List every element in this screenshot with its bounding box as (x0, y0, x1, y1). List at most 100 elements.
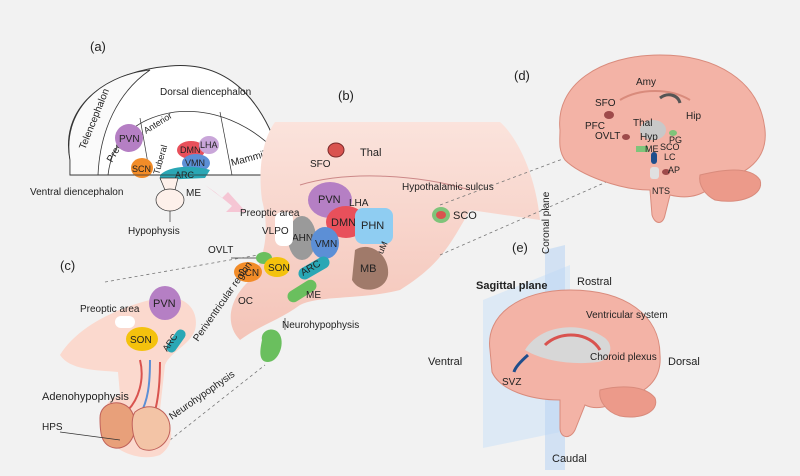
portal-vessel (127, 359, 143, 411)
neurohypophysis-label: Neurohypophysis (282, 320, 359, 331)
scn-label: SCN (238, 268, 259, 279)
ap-label: AP (668, 165, 680, 175)
phn-nucleus (355, 208, 393, 244)
scn-nucleus (234, 262, 262, 282)
hypothalamic-sulcus-label: Hypothalamic sulcus (402, 182, 494, 193)
pvn-label: PVN (119, 134, 140, 145)
me-label: ME (645, 144, 659, 154)
neurohypophysis-label: Neurohypophysis (167, 369, 237, 422)
preoptic-divider (107, 111, 276, 176)
svz-label: SVZ (502, 377, 521, 388)
arc-nucleus (160, 166, 210, 180)
son-label: SON (268, 263, 290, 274)
vlpo-nucleus (275, 212, 293, 246)
sfo-label: SFO (310, 159, 331, 170)
sfo-label: SFO (595, 98, 616, 109)
ovlt-label: OVLT (595, 131, 620, 142)
pvn-label: PVN (153, 298, 176, 310)
preoptic-area-region (115, 316, 135, 328)
ventral-diencephalon-label: Ventral diencephalon (30, 187, 123, 198)
hippocampus (659, 93, 682, 104)
vmn-label: VMN (185, 158, 205, 168)
lc-label: LC (664, 152, 676, 162)
sco-label: SCO (453, 210, 477, 222)
pvn-nucleus (115, 124, 143, 152)
scn-label: SCN (132, 164, 151, 174)
hyp-label: Hyp (640, 132, 658, 143)
corpus-callosum (619, 90, 691, 101)
hps-leader (59, 431, 121, 441)
telencephalon-region (68, 69, 151, 176)
preoptic-area-label: Preoptic area (80, 304, 140, 315)
lc-nucleus (651, 152, 657, 164)
panel-c: (c) Preoptic area PVN SON ARC Periventri… (42, 258, 255, 458)
sfo-dot (327, 142, 345, 158)
me-label: ME (186, 188, 201, 199)
neurohypophysis-body (260, 329, 282, 362)
cerebellum (599, 386, 657, 418)
choroid-plexus-label: Choroid plexus (590, 352, 657, 363)
sco-dot (436, 211, 446, 219)
adenohypophysis-lobe (99, 402, 136, 449)
connector-line (169, 364, 266, 441)
thalamus (640, 120, 666, 140)
hypothalamic-sulcus-line (299, 175, 471, 191)
me-region (636, 146, 648, 152)
ovlt-dot (622, 134, 630, 140)
me-label: ME (306, 290, 321, 301)
ventricular-system (525, 327, 611, 364)
divider-line (219, 111, 233, 176)
lha-nucleus (199, 136, 219, 154)
vmn-nucleus (311, 227, 339, 259)
son-label: SON (130, 335, 152, 346)
neurohypophysis-lobe (131, 406, 171, 451)
scn-nucleus (131, 158, 153, 178)
dorsal-diencephalon-label: Dorsal diencephalon (160, 87, 251, 98)
ahn-nucleus (288, 216, 316, 260)
dmn-label: DMN (180, 145, 201, 155)
pituitary-stalk (159, 177, 179, 191)
ventricular-system-label: Ventricular system (586, 310, 668, 321)
zoom-arrow (205, 185, 246, 212)
panel-d-tag: (d) (514, 68, 530, 83)
oc-label: OC (238, 296, 253, 307)
dorsal-label: Dorsal (668, 356, 700, 368)
panel-d: (d) SFO Amy Hip Thal PFC OVLT Hyp PG ME … (514, 54, 766, 223)
caudal-label: Caudal (552, 453, 587, 465)
adenohypophysis-label: Adenohypophysis (42, 391, 129, 403)
panel-c-tag: (c) (60, 258, 75, 273)
nts-label: NTS (652, 186, 670, 196)
ventral-label: Ventral (428, 356, 462, 368)
hps-label: HPS (42, 422, 63, 433)
dmn-label: DMN (331, 217, 356, 229)
pvn-nucleus (149, 286, 181, 320)
arc-nucleus (166, 329, 186, 353)
sco-label: SCO (660, 142, 680, 152)
son-nucleus (126, 327, 158, 351)
thal-label: Thal (360, 147, 381, 159)
mb-label: MB (360, 263, 377, 275)
me-region (287, 279, 317, 303)
ahn-label: AHN (292, 233, 313, 244)
choroid-plexus (543, 333, 602, 351)
hypophysis-body (155, 188, 185, 212)
lha-label: LHA (349, 198, 369, 209)
rostral-label: Rostral (577, 276, 612, 288)
phn-label: PHN (361, 220, 384, 232)
panel-a-tag: (a) (90, 39, 106, 54)
cerebellum (699, 169, 762, 202)
preoptic-area-label: Preoptic area (240, 208, 300, 219)
sfo-dot (604, 111, 614, 119)
hypophysis-label: Hypophysis (128, 226, 180, 237)
thal-label: Thal (633, 118, 652, 129)
mb-nucleus (352, 246, 389, 290)
pg-label: PG (669, 135, 682, 145)
panel-b-tag: (b) (338, 88, 354, 103)
ovlt-label: OVLT (208, 245, 233, 256)
amy-label: Amy (636, 77, 656, 88)
ap-dot (662, 169, 670, 175)
son-nucleus (264, 257, 290, 277)
pfc-label: PFC (585, 121, 605, 132)
lha-label: LHA (200, 140, 218, 150)
